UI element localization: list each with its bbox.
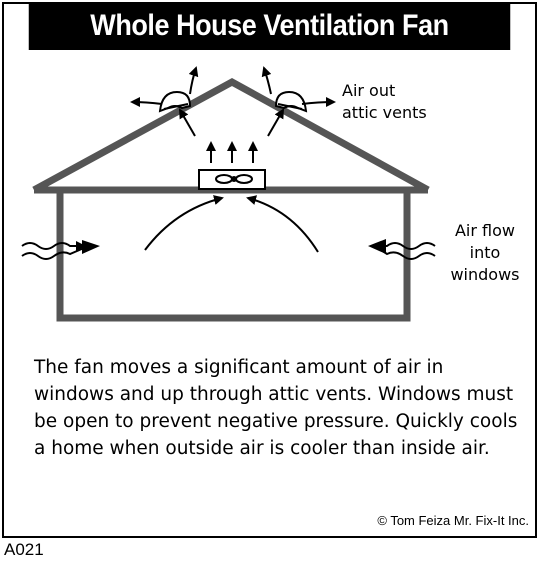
figure-code: A021 bbox=[4, 540, 44, 559]
attic-vents-label: Air out attic vents bbox=[342, 80, 452, 124]
interior-flow-arrows bbox=[144, 195, 319, 253]
right-window-air bbox=[368, 239, 436, 260]
attic-label-line: attic vents bbox=[342, 103, 427, 122]
left-window-air bbox=[21, 240, 100, 260]
attic-label-line: Air out bbox=[342, 81, 396, 100]
flow-label-line: windows bbox=[450, 265, 520, 284]
fan-unit bbox=[198, 169, 266, 190]
left-attic-vent bbox=[158, 90, 192, 113]
description-text: The fan moves a significant amount of ai… bbox=[34, 357, 518, 459]
page-title: Whole House Ventilation Fan bbox=[28, 2, 511, 50]
copyright-notice: © Tom Feiza Mr. Fix-It Inc. bbox=[377, 513, 529, 528]
fan-up-arrows bbox=[206, 141, 258, 163]
flow-label-line: Air flow bbox=[454, 221, 515, 240]
window-airflow-label: Air flow into windows bbox=[445, 220, 525, 286]
house-walls bbox=[56, 190, 411, 322]
roof-outline bbox=[32, 78, 430, 194]
flow-label-line: into bbox=[469, 243, 501, 262]
attic-upflow-arrows bbox=[179, 108, 284, 137]
right-attic-vent bbox=[274, 90, 308, 113]
attic-exhaust-arrows bbox=[130, 66, 336, 108]
